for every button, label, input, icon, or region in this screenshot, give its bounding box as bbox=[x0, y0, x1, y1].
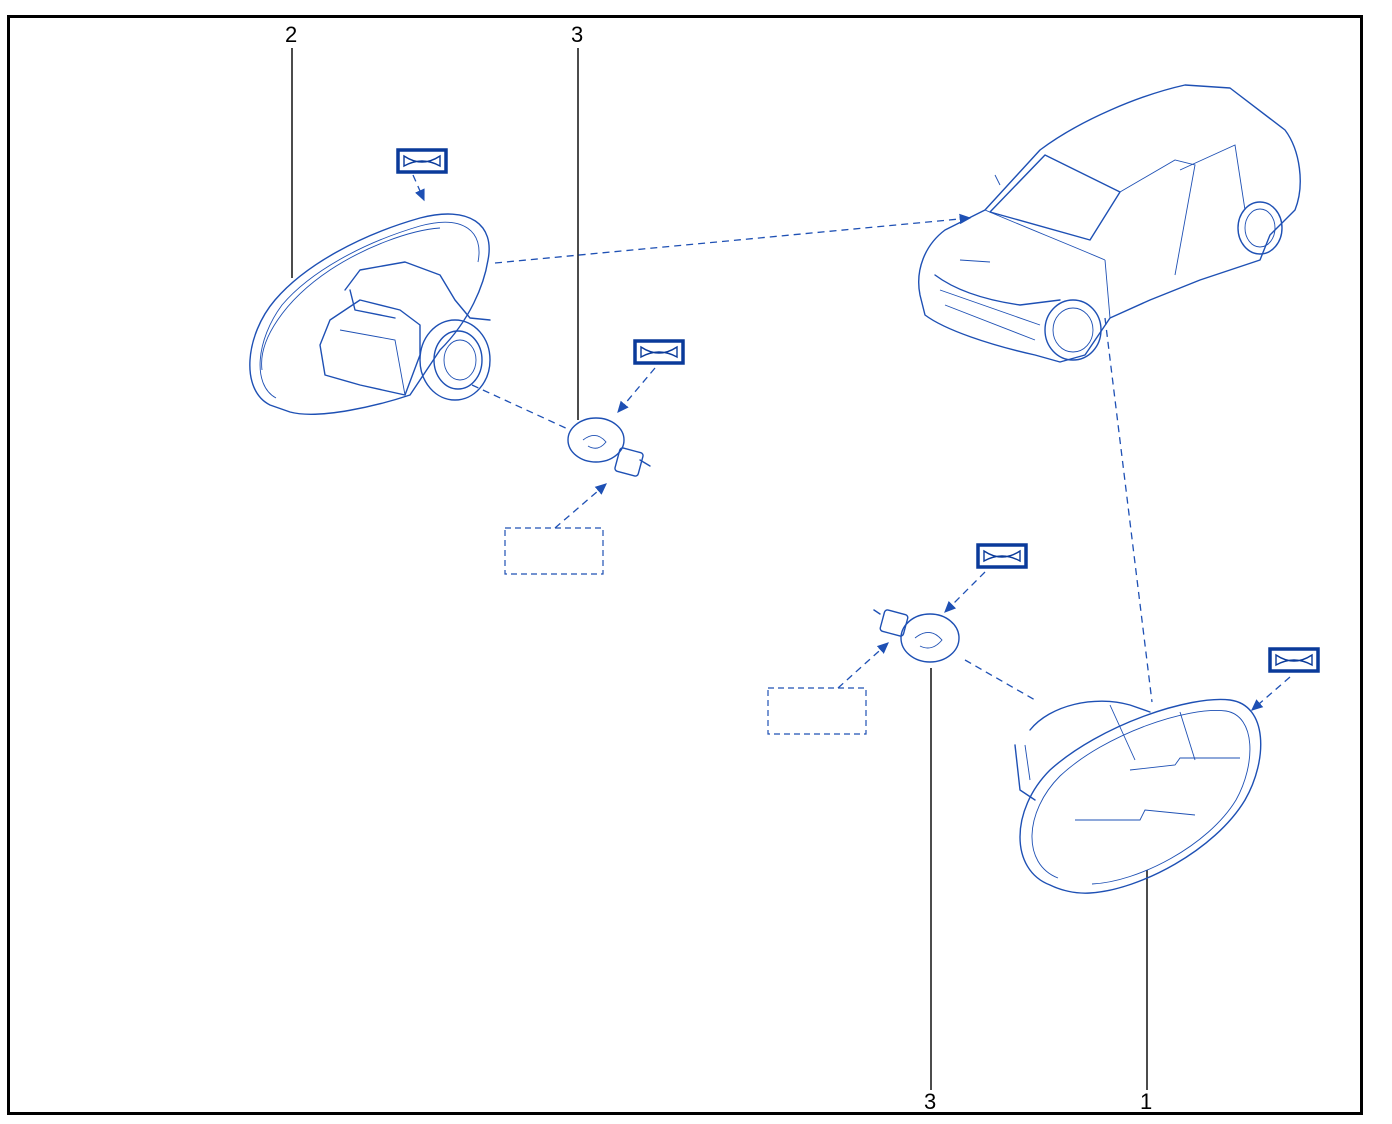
reference-box-top bbox=[504, 527, 604, 575]
diagram-frame bbox=[7, 15, 1363, 1115]
tightening-symbol-icon bbox=[1268, 647, 1320, 673]
callout-1: 1 bbox=[1140, 1089, 1153, 1114]
bulb-icon bbox=[873, 609, 960, 663]
callout-3-bottom: 3 bbox=[924, 1089, 937, 1114]
callout-2: 2 bbox=[285, 22, 298, 47]
car-illustration-icon bbox=[918, 84, 1301, 363]
reference-box-bottom bbox=[767, 687, 867, 735]
bulb-icon bbox=[567, 417, 651, 477]
tightening-symbol-icon bbox=[976, 543, 1028, 569]
assembly-lines bbox=[412, 174, 1291, 711]
leader-lines bbox=[291, 48, 1148, 1090]
tightening-symbol-icon bbox=[633, 339, 685, 365]
callout-3-top: 3 bbox=[571, 22, 584, 47]
side-repeater-housing-icon bbox=[249, 213, 491, 415]
side-repeater-lens-icon bbox=[1014, 698, 1262, 894]
tightening-symbol-icon bbox=[396, 148, 448, 174]
